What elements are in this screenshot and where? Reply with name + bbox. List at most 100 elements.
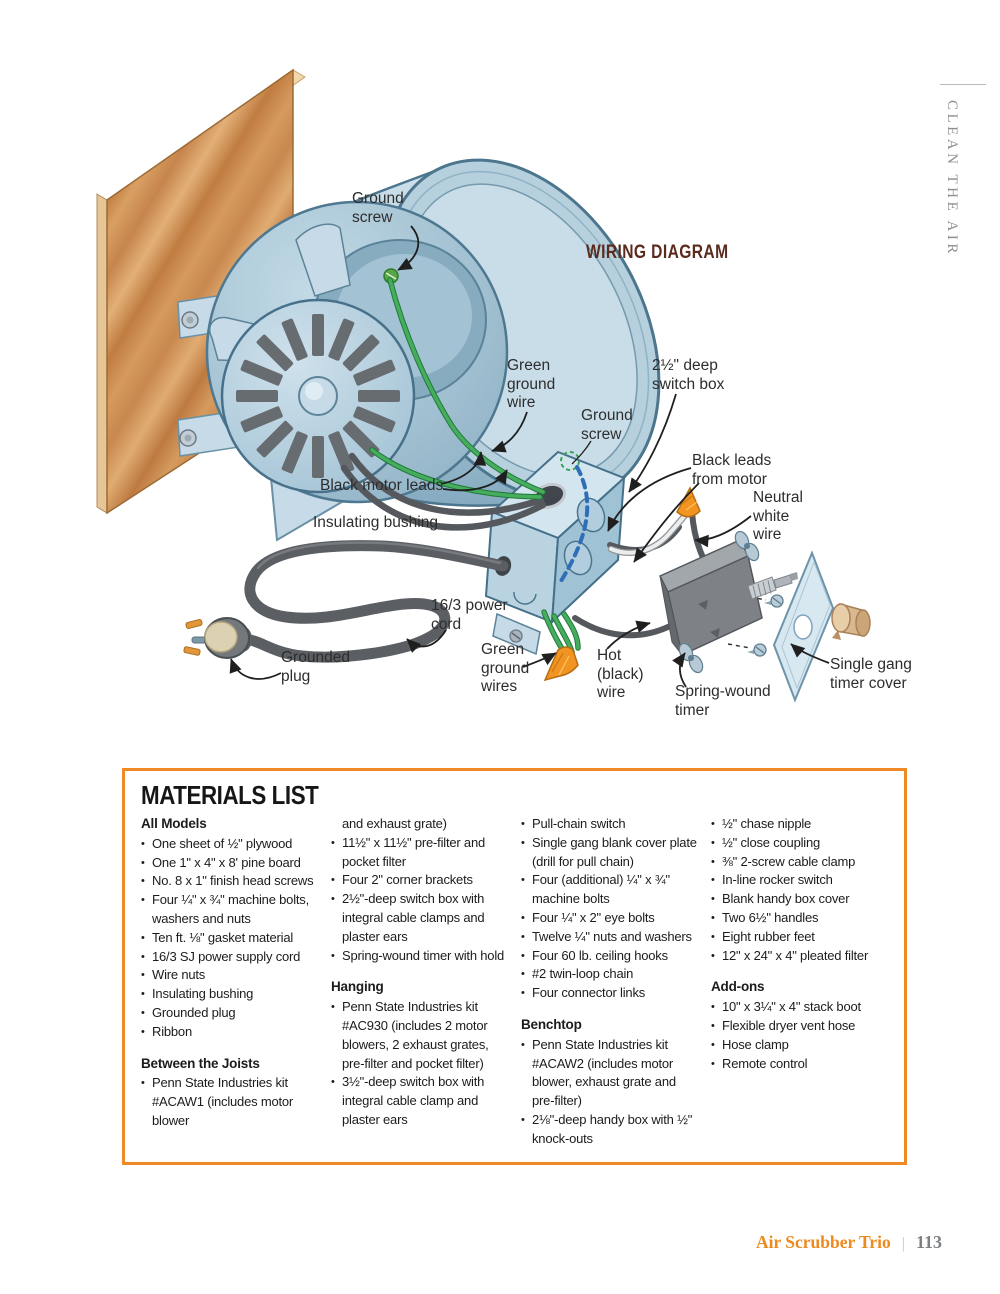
power-cord [244,540,509,663]
materials-item: •Penn State Industries kit #ACAW1 (inclu… [141,1075,294,1128]
materials-item: •Four 2" corner brackets [331,871,508,890]
materials-item: •Twelve ¼" nuts and washers [521,928,698,947]
timer-knob [831,602,871,640]
bullet-icon: • [331,1076,335,1089]
bullet-icon: • [711,836,715,849]
materials-item: •Four (additional) ¼" x ¾" machine bolts [521,872,670,907]
materials-item: •#2 twin-loop chain [521,965,698,984]
materials-group-heading: Hanging [331,979,384,995]
bullet-icon: • [521,987,525,1000]
materials-item: •⅜" 2-screw cable clamp [711,853,888,872]
diagram-label-green-ground-wires: Green ground wires [481,641,530,695]
materials-group-heading: All Models [141,816,207,831]
page-footer: Air Scrubber Trio | 113 [756,1232,942,1253]
materials-item: •Eight rubber feet [711,928,888,947]
materials-item: •Flexible dryer vent hose [711,1017,888,1036]
diagram-label-switch-box: 2½" deep switch box [652,357,725,393]
bullet-icon: • [521,818,525,830]
bullet-icon: • [141,969,145,982]
materials-item-continued: and exhaust grate) [342,816,447,831]
timer-screw [764,594,784,608]
mounting-bolt [179,429,197,447]
materials-item: •Blank handy box cover [711,890,888,909]
materials-item: •Penn State Industries kit #ACAW2 (inclu… [521,1036,676,1109]
diagram-label-insulating-bushing: Insulating bushing [313,514,438,531]
bullet-icon: • [711,1019,715,1032]
materials-column: and exhaust grate) •11½" x 11½" pre-filte… [331,815,508,1149]
materials-item: •Four connector links [521,984,698,1003]
bullet-icon: • [331,893,335,906]
footer-article-title: Air Scrubber Trio [755,1232,891,1252]
bullet-icon: • [521,836,525,849]
diagram-label-single-gang-timer-cover: Single gang timer cover [830,656,912,692]
materials-item: •Four 60 lb. ceiling hooks [521,947,698,966]
diagram-label-hot-black-wire: Hot (black) wire [597,647,644,701]
page-number: 113 [915,1232,942,1252]
materials-group-heading: Between the Joists [141,1055,260,1071]
bullet-icon: • [521,874,525,887]
diagram-label-neutral-white-wire: Neutral white wire [753,489,803,543]
materials-item: •One 1" x 4" x 8' pine board [141,854,318,873]
materials-group-heading: Benchtop [521,1016,582,1032]
motor-grille [236,314,400,478]
bullet-icon: • [521,930,525,943]
bullet-icon: • [521,1113,525,1126]
bullet-icon: • [521,1038,525,1051]
materials-title: MATERIALS LIST [141,780,319,810]
diagram-label-black-leads-from-motor: Black leads from motor [692,452,772,488]
materials-columns: All Models•One sheet of ½" plywood•One 1… [141,815,888,1149]
section-label: CLEAN THE AIR [944,100,960,257]
bullet-icon: • [331,949,335,962]
bullet-icon: • [141,1006,145,1019]
timer-cover-plate [772,550,835,703]
materials-item: •½" close coupling [711,834,888,853]
materials-item: •In-line rocker switch [711,871,888,890]
diagram-label-ground-screw-box: Ground screw [581,407,633,443]
materials-item: •No. 8 x 1" finish head screws [141,872,318,891]
materials-item: •Remote control [711,1055,888,1074]
bullet-icon: • [521,949,525,962]
materials-column: •Pull-chain switch•Single gang blank cov… [521,815,698,1149]
bullet-icon: • [711,855,715,868]
bullet-icon: • [711,949,715,962]
diagram-label-ground-screw-top: Ground screw [352,190,404,226]
materials-item: •Four ¼" x 2" eye bolts [521,909,698,928]
materials-item: •Spring-wound timer with hold [331,947,508,966]
bullet-icon: • [711,1038,715,1051]
bullet-icon: • [141,875,145,888]
diagram-label-grounded-plug: Grounded plug [281,649,350,685]
materials-item: •Insulating bushing [141,985,318,1004]
diagram-title: WIRING DIAGRAM [586,242,729,263]
bullet-icon: • [331,836,335,849]
materials-item: •Two 6½" handles [711,909,888,928]
grounded-plug [183,617,252,659]
bullet-icon: • [331,1001,335,1014]
bullet-icon: • [141,856,145,869]
materials-item: •Pull-chain switch [521,815,698,834]
footer-separator: | [901,1235,905,1252]
bullet-icon: • [711,893,715,906]
materials-item: •Four ¼" x ¾" machine bolts, washers and… [141,892,310,926]
materials-item: •Ribbon [141,1023,318,1042]
bullet-icon: • [711,911,715,924]
materials-item: •12" x 24" x 4" pleated filter [711,947,888,966]
bullet-icon: • [141,1077,145,1090]
diagram-label-green-ground-wire: Green ground wire [507,357,556,411]
diagram-label-power-cord: 16/3 power cord [431,597,508,633]
wire-nut-bottom [543,646,579,682]
materials-item: •2⅛"-deep handy box with ½" knock-outs [521,1111,693,1146]
blower-motor [220,298,416,494]
timer-screw [747,643,767,657]
materials-item: •11½" x 11½" pre-filter and pocket filte… [331,834,486,869]
spring-wound-timer [658,530,798,674]
materials-item: •2½"-deep switch box with integral cable… [331,891,485,944]
bullet-icon: • [331,874,335,887]
bullet-icon: • [141,1025,145,1038]
materials-item: •½" chase nipple [711,815,888,834]
materials-list: MATERIALS LIST All Models•One sheet of ½… [122,768,907,1165]
bullet-icon: • [521,911,525,924]
diagram-label-black-motor-leads: Black motor leads [320,477,444,494]
wiring-diagram-art [96,68,871,703]
materials-item: •16/3 SJ power supply cord [141,948,318,967]
